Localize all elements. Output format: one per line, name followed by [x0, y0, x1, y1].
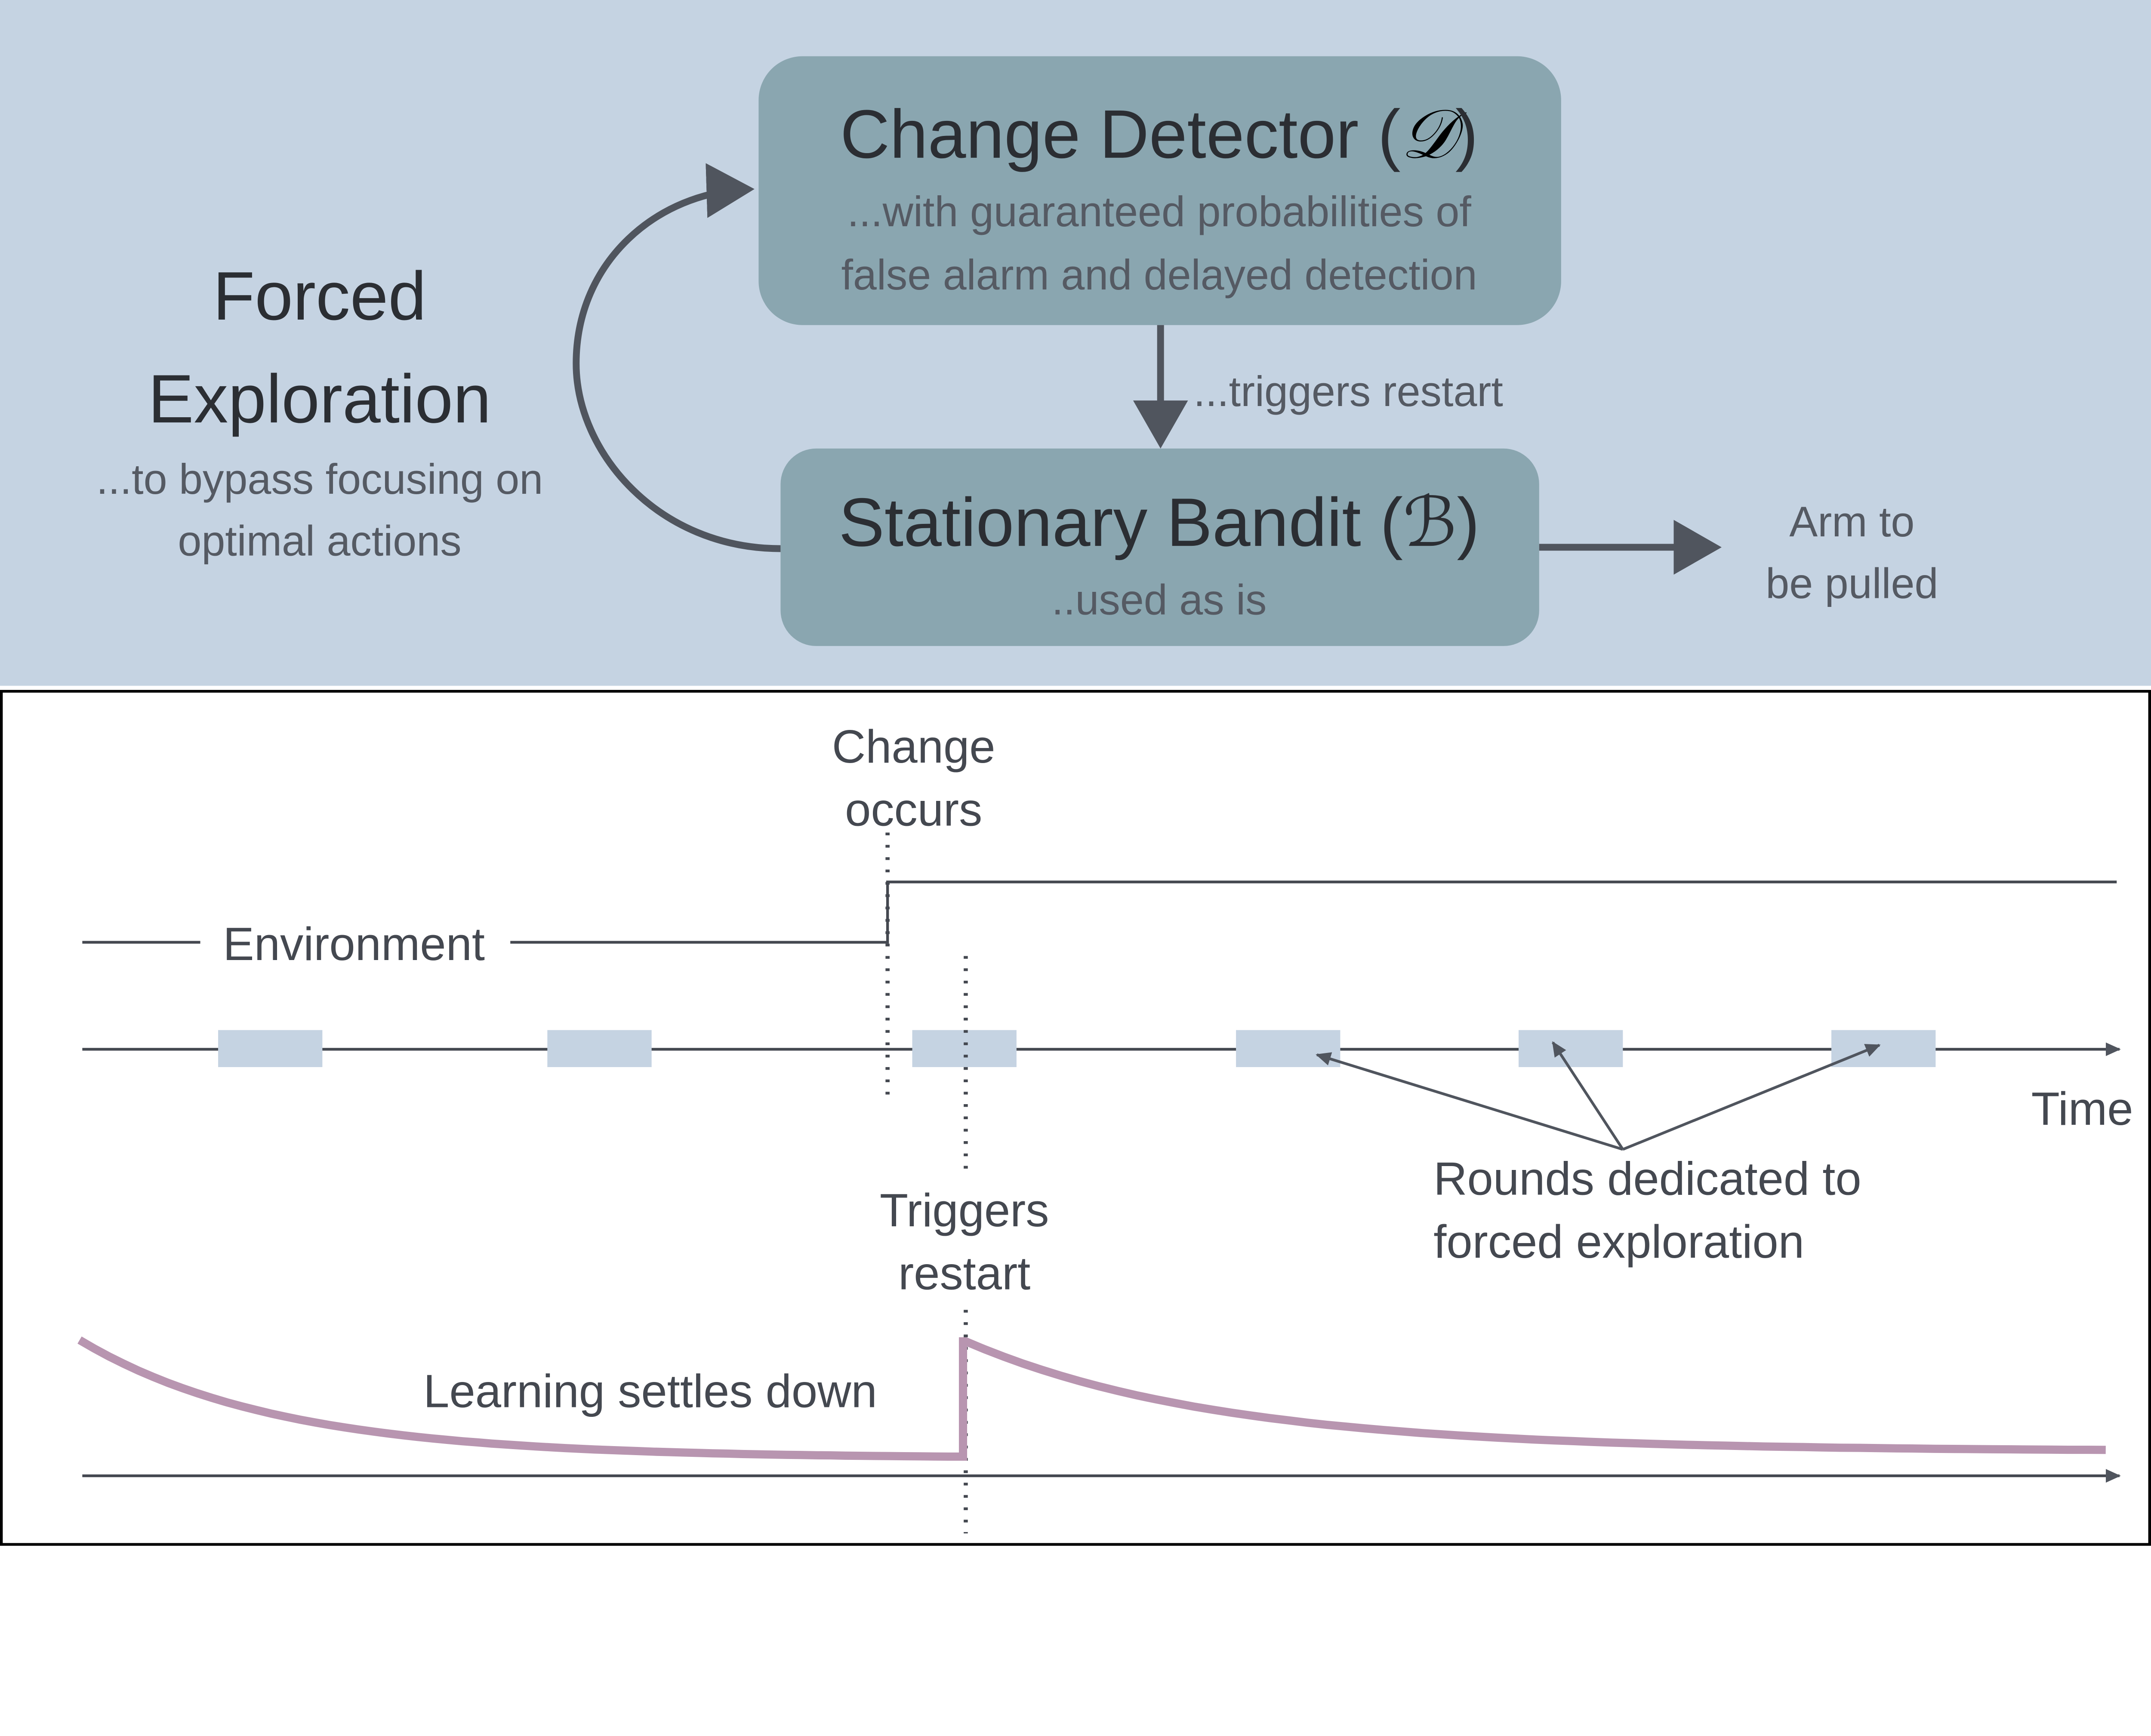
triggers-restart-label: ...triggers restart: [1193, 368, 1503, 415]
pointer-2: [1552, 1041, 1624, 1150]
forced-exploration-block: [547, 1030, 652, 1067]
forced-exploration-block: [1831, 1030, 1936, 1067]
forced-exploration-block: [1518, 1030, 1623, 1067]
time-label: Time: [2031, 1083, 2133, 1135]
bottom-panel: [0, 689, 2151, 1546]
rounds-label-2: forced exploration: [1433, 1216, 1804, 1268]
stationary-bandit-box: [780, 448, 1539, 646]
stationary-bandit-title: Stationary Bandit (ℬ): [839, 482, 1480, 562]
stationary-bandit-subtitle: ..used as is: [1052, 576, 1267, 624]
learning-curve: [77, 1336, 2106, 1461]
change-detector-subtitle-2: false alarm and delayed detection: [841, 251, 1477, 299]
forced-exploration-block: [218, 1030, 323, 1067]
forced-exploration-loop-arrow: [573, 163, 781, 552]
change-detector-box: [758, 56, 1561, 325]
forced-exploration-subtitle-1: ...to bypass focusing on: [96, 456, 543, 503]
change-occurs-label-1: Change: [832, 720, 995, 773]
diagram: Change Detector (𝒟) ...with guaranteed p…: [0, 0, 2151, 1546]
triggers-restart-label-2: restart: [898, 1247, 1030, 1299]
triggers-restart-label-1: Triggers: [880, 1184, 1049, 1236]
environment-label: Environment: [223, 918, 485, 970]
output-label-2: be pulled: [1766, 560, 1938, 607]
rounds-label-1: Rounds dedicated to: [1433, 1152, 1861, 1204]
environment-step-line: [510, 880, 2117, 944]
output-label-1: Arm to: [1789, 498, 1914, 545]
forced-exploration-title-1: Forced: [213, 258, 426, 334]
forced-exploration-subtitle-2: optimal actions: [178, 517, 461, 564]
pointer-1: [1316, 1052, 1624, 1151]
change-detector-subtitle-1: ...with guaranteed probabilities of: [847, 188, 1471, 235]
change-detector-title: Change Detector (𝒟): [840, 94, 1478, 174]
learning-label: Learning settles down: [423, 1365, 877, 1417]
pointer-3: [1622, 1043, 1881, 1151]
forced-exploration-block: [912, 1030, 1017, 1067]
forced-exploration-block: [1236, 1030, 1341, 1067]
forced-exploration-title-2: Exploration: [148, 360, 491, 437]
change-occurs-label-2: occurs: [845, 784, 982, 836]
